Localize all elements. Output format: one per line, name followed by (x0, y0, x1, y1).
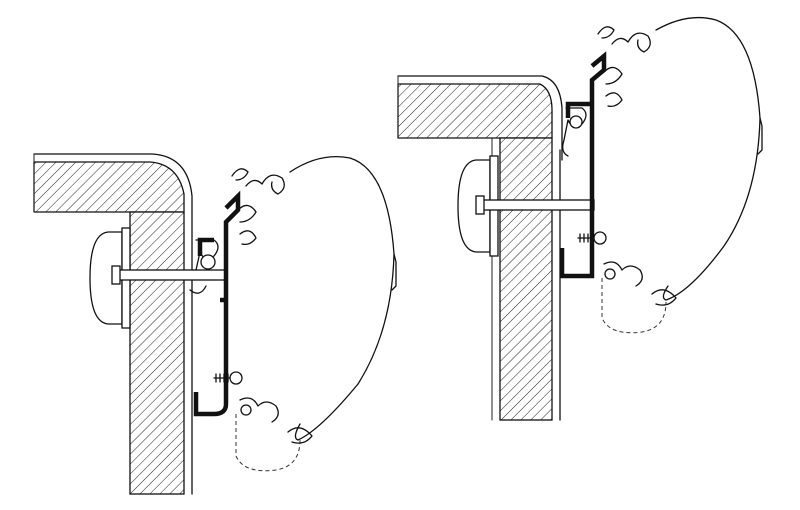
left-lower-fitting (239, 397, 313, 444)
right-screw (577, 233, 597, 243)
left-awning-cassette (289, 155, 395, 441)
left-roof-section (33, 161, 185, 213)
right-adapter-profile (559, 51, 607, 279)
right-bolt (479, 199, 595, 211)
right-roof-skin (397, 75, 563, 161)
left-adapter-profile (193, 190, 241, 417)
left-handle-knob (89, 231, 123, 325)
right-roof-section (397, 83, 553, 139)
right-handle-knob (457, 159, 491, 253)
left-screw (213, 373, 233, 383)
left-side-wall (129, 211, 185, 495)
left-awning-hook (231, 168, 285, 246)
right-lower-fitting (603, 261, 677, 306)
left-cassette-dashed (235, 414, 301, 472)
right-mounting-detail (397, 16, 763, 421)
left-bolt (115, 269, 227, 281)
right-cassette-dashed (601, 278, 667, 334)
right-awning-cassette (655, 16, 761, 301)
left-roof-skin (33, 153, 193, 291)
right-awning-hook (597, 26, 651, 108)
left-mounting-detail (33, 153, 397, 495)
right-side-wall (499, 137, 553, 421)
